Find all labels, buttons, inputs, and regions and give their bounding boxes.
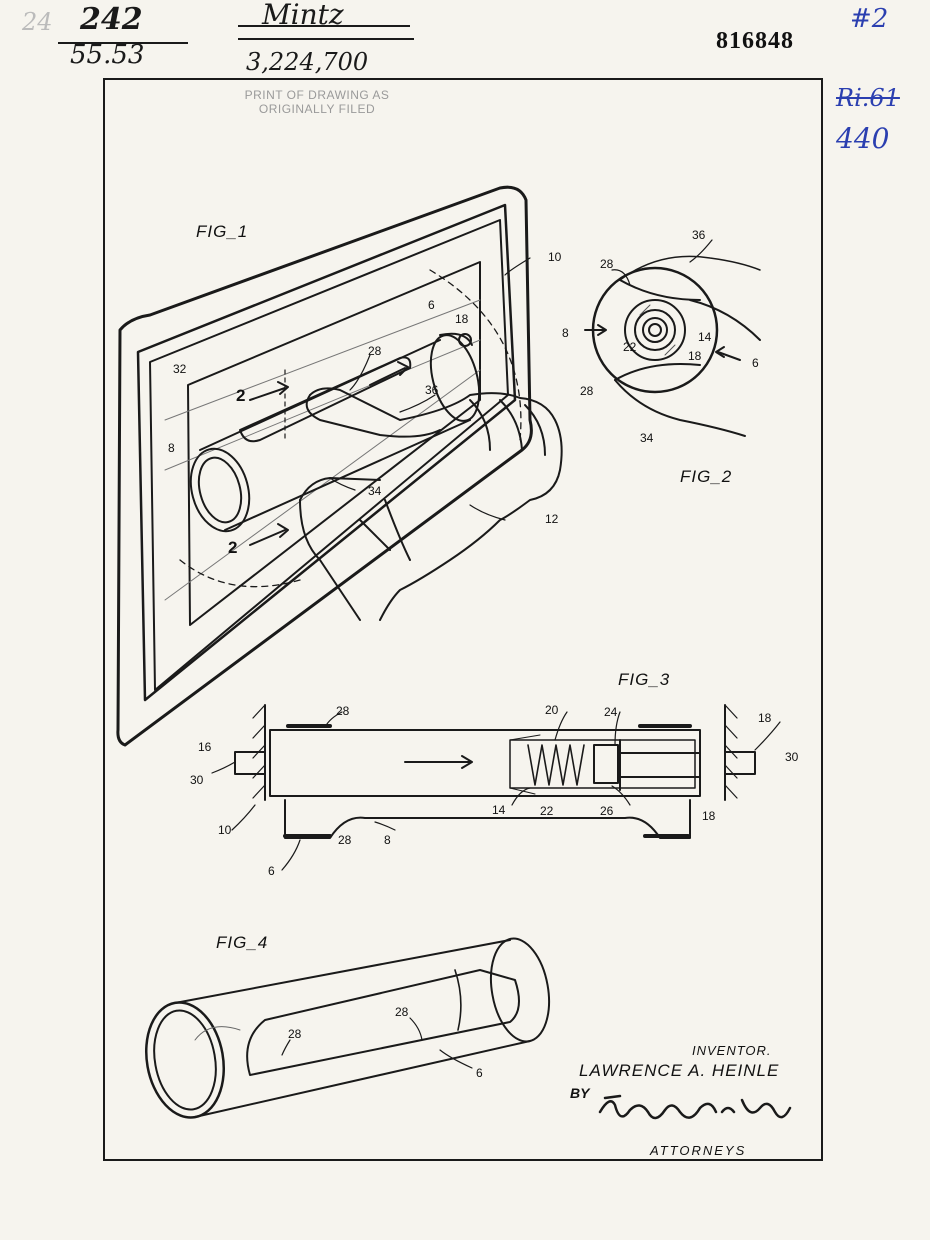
fig1-drawing (116, 185, 563, 747)
fig3-ref-18-bottom: 18 (702, 809, 716, 823)
fig3-ref-14: 14 (492, 803, 506, 817)
fraction-bottom: 55.53 (70, 40, 145, 70)
fig4-label: FIG_4 (216, 933, 269, 952)
attorneys-label: ATTORNEYS (650, 1143, 747, 1158)
fig4-ref-6: 6 (476, 1066, 483, 1080)
fig4-drawing (144, 937, 551, 1119)
fig2-ref-6: 6 (752, 356, 759, 370)
fig2-label: FIG_2 (680, 467, 733, 486)
fig2-ref-8: 8 (562, 326, 569, 340)
struck-note: Ri.61 (836, 84, 900, 112)
fig3-ref-18-top: 18 (758, 711, 772, 725)
fraction-top: 242 (80, 2, 143, 37)
inventor-label: INVENTOR. (692, 1043, 772, 1058)
fig4-ref-28-left: 28 (288, 1027, 302, 1041)
fig3-label: FIG_3 (618, 670, 671, 689)
fig3-ref-28-top: 28 (336, 704, 350, 718)
fig3-ref-22: 22 (540, 804, 554, 818)
fraction-line (58, 42, 188, 44)
fig3-ref-30-right: 30 (785, 750, 799, 764)
fig3-ref-26: 26 (600, 804, 614, 818)
fig1-ref-32: 32 (173, 362, 187, 376)
fig1-ref-18: 18 (455, 312, 469, 326)
fig3-drawing (234, 704, 756, 839)
note-number: 440 (836, 122, 890, 155)
fig3-ref-28-bottom: 28 (338, 833, 352, 847)
fig2-ref-34: 34 (640, 431, 654, 445)
name-underline-2 (238, 38, 414, 40)
fig1-ref-8: 8 (168, 441, 175, 455)
fig3-ref-20: 20 (545, 703, 559, 717)
fig2-ref-28-bottom: 28 (580, 384, 594, 398)
name-underline-1 (238, 25, 410, 27)
fig1-ref-10: 10 (548, 250, 562, 264)
fig1-ref-12: 12 (545, 512, 559, 526)
fig2-drawing (584, 255, 761, 437)
fig1-ref-36: 36 (425, 383, 439, 397)
fig3-ref-10: 10 (218, 823, 232, 837)
fig4-ref-28-right: 28 (395, 1005, 409, 1019)
fig2-ref-28-top: 28 (600, 257, 614, 271)
fig3-ref-8: 8 (384, 833, 391, 847)
fig2-ref-36: 36 (692, 228, 706, 242)
by-label: BY (570, 1085, 590, 1101)
fig1-ref-34: 34 (368, 484, 382, 498)
stamp-line1: PRINT OF DRAWING AS (244, 88, 390, 102)
fig1-ref-2-lower: 2 (228, 538, 238, 557)
leader-lines (211, 239, 781, 1069)
faint-note: 24 (22, 8, 53, 36)
fig2-ref-14: 14 (698, 330, 712, 344)
fig3-ref-16: 16 (198, 740, 212, 754)
sheet-mark: #2 (850, 4, 889, 34)
fig3-ref-30-left: 30 (190, 773, 204, 787)
fig3-ref-6: 6 (268, 864, 275, 878)
fig1-ref-2-upper: 2 (236, 386, 246, 405)
print-stamp: PRINT OF DRAWING AS ORIGINALLY FILED (232, 88, 402, 116)
fig2-ref-22: 22 (623, 340, 637, 354)
inventor-name: LAWRENCE A. HEINLE (579, 1061, 780, 1080)
fig1-label: FIG_1 (196, 222, 249, 241)
fig2-ref-18: 18 (688, 349, 702, 363)
fig3-ref-24: 24 (604, 705, 618, 719)
fig1-ref-28: 28 (368, 344, 382, 358)
stamp-line2: ORIGINALLY FILED (258, 102, 376, 116)
patent-number-note: 3,224,700 (246, 48, 369, 76)
drawing-border (103, 78, 823, 1161)
serial-number: 816848 (716, 28, 794, 54)
fig1-ref-6: 6 (428, 298, 435, 312)
